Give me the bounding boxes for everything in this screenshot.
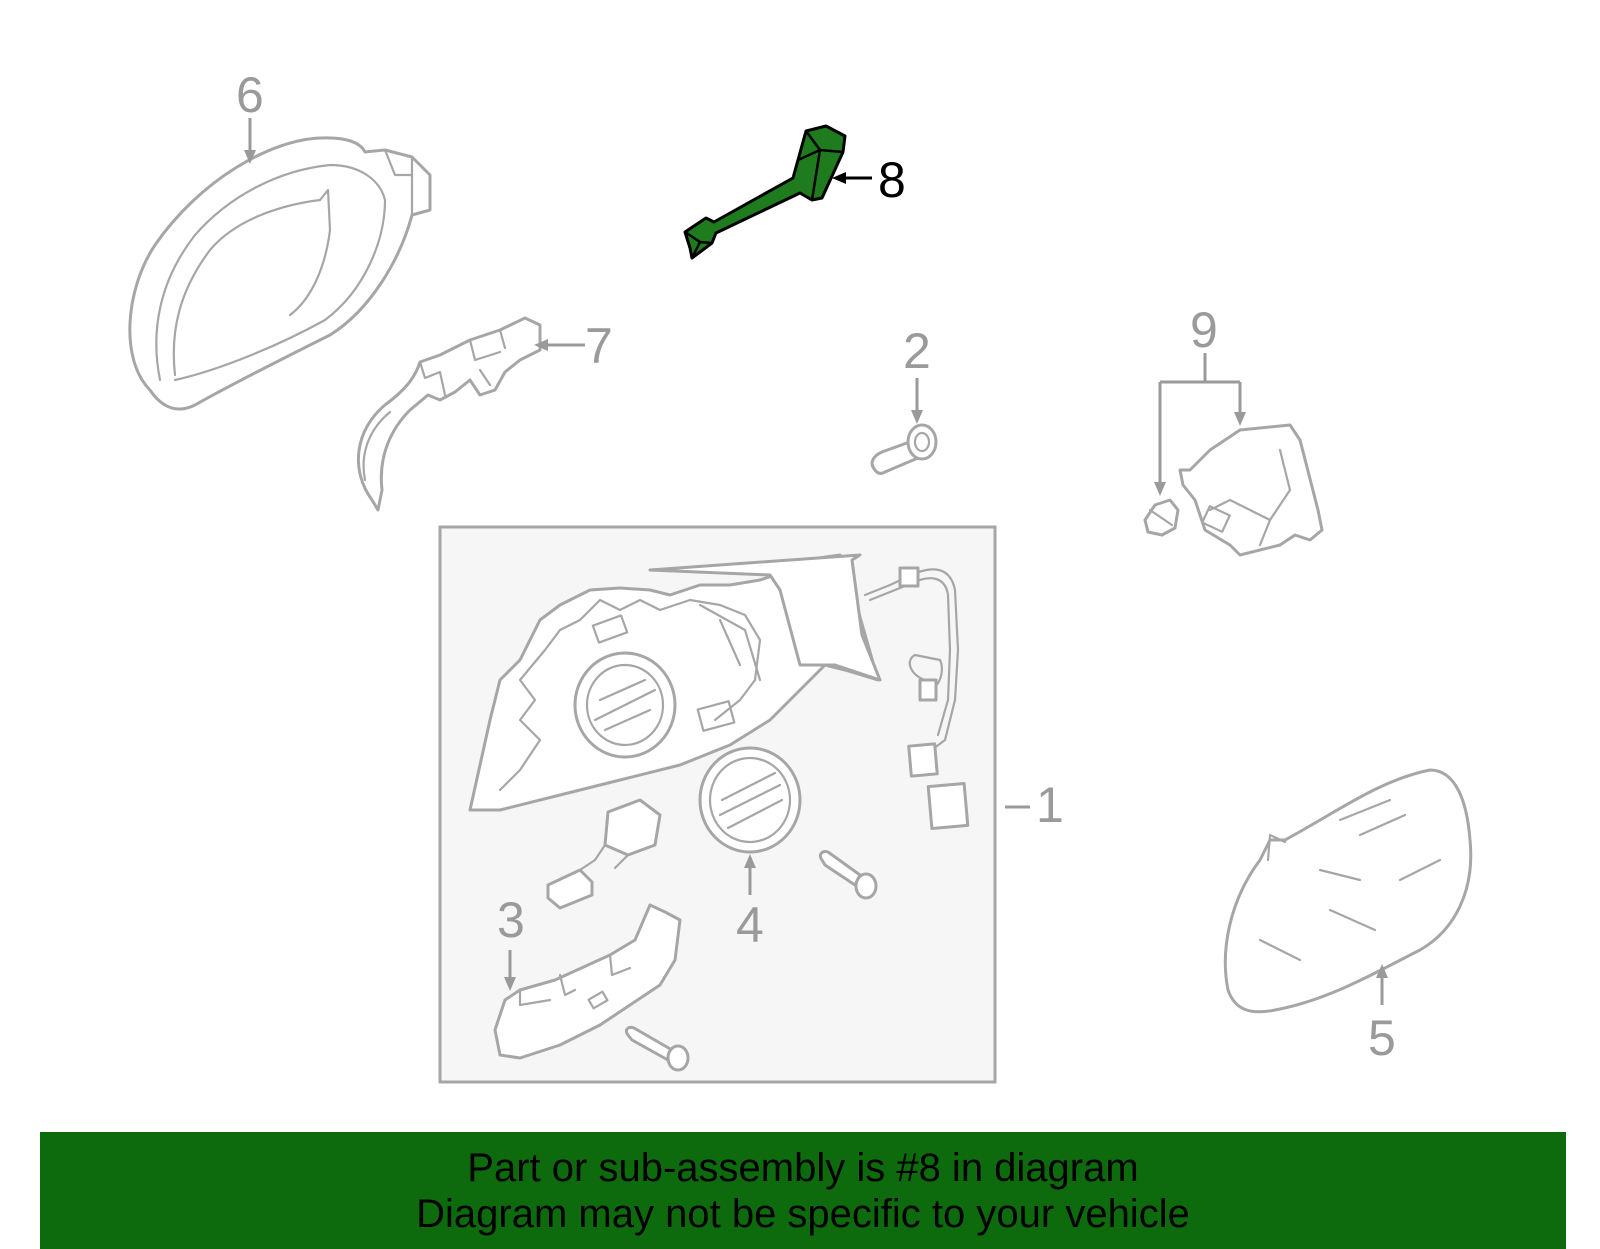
callout-8: 8 [878,152,906,208]
callout-4: 4 [736,897,764,953]
callout-2: 2 [903,323,931,379]
callout-6: 6 [236,67,264,123]
leader-lines [244,118,1388,1005]
banner-line-2: Diagram may not be specific to your vehi… [416,1191,1190,1236]
part-2-screw[interactable] [870,423,938,475]
part-8-cable-actuator[interactable] [683,124,847,260]
part-5-mirror-glass[interactable] [1223,768,1473,1014]
connector-harness[interactable] [546,798,662,910]
callout-5: 5 [1368,1010,1396,1066]
part-9-cover-clip[interactable] [1143,423,1324,557]
callout-9: 9 [1190,302,1218,358]
callout-1: 1 [1036,777,1064,833]
banner-line-1: Part or sub-assembly is #8 in diagram [467,1145,1139,1190]
info-banner: Part or sub-assembly is #8 in diagram Di… [40,1132,1566,1249]
callout-7: 7 [585,318,613,374]
part-6-mirror-cover[interactable] [128,136,432,411]
part-4-motor[interactable] [698,746,802,854]
callout-3: 3 [497,892,525,948]
part-3-cover-strip[interactable] [493,903,690,1072]
part-7-bracket[interactable] [357,316,542,512]
bolt-inside-box[interactable] [818,850,878,900]
